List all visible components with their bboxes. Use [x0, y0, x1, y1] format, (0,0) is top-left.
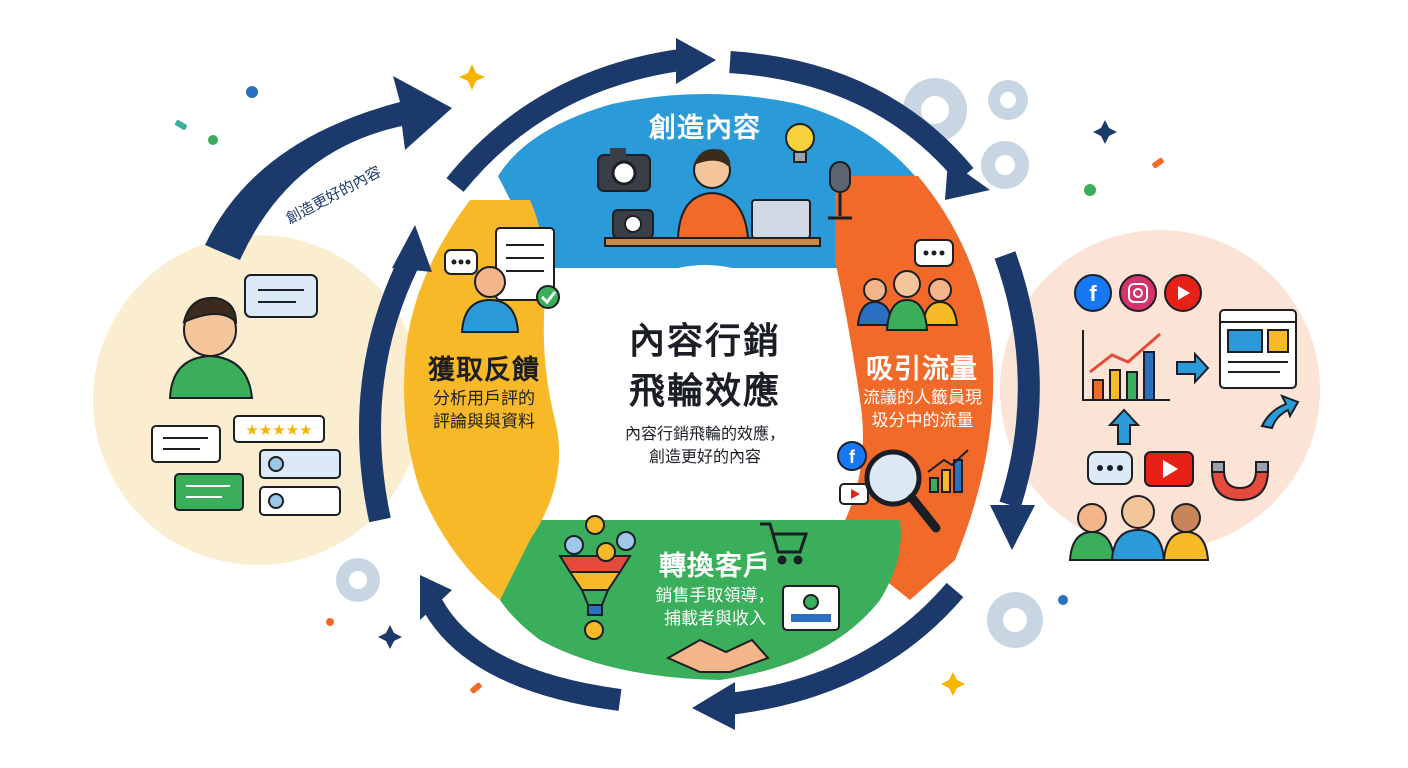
chat-bubble-icon [151, 425, 221, 463]
lightbulb-icon [785, 123, 815, 163]
chat-bubble-icon [174, 473, 244, 511]
segment-sub-convert-2: 捕載者與收入 [664, 609, 766, 629]
camera-icon [597, 148, 651, 192]
flywheel-arrowheads [392, 38, 1035, 730]
segment-title-create: 創造內容 [649, 113, 761, 144]
center-subtitle-line2: 創造更好的內容 [648, 447, 761, 466]
shopping-cart-icon [760, 522, 809, 565]
arrow-up-icon [1260, 394, 1300, 430]
camera-icon [612, 209, 654, 239]
review-card-icon [259, 486, 341, 516]
star-rating-icon: ★★★★★ [233, 415, 325, 443]
segment-sub-feedback-2: 評論與與資料 [433, 412, 535, 432]
magnet-icon [1210, 461, 1270, 502]
bar-chart-icon [927, 449, 969, 493]
person-icon [168, 296, 254, 399]
audience-icon [1068, 495, 1210, 561]
svg-text:f: f [1089, 281, 1097, 306]
handshake-icon [665, 638, 770, 673]
person-laptop-icon [604, 149, 821, 247]
magnifier-icon [864, 449, 941, 533]
checkmark-icon [536, 285, 560, 309]
person-icon [460, 266, 520, 333]
webpage-icon [1219, 309, 1297, 389]
youtube-icon [1144, 451, 1194, 487]
segment-sub-feedback-1: 分析用戶評的 [433, 389, 535, 409]
review-card-icon [259, 449, 341, 479]
sparkle-decoration [175, 64, 1164, 696]
svg-text:★★★★★: ★★★★★ [245, 421, 312, 439]
segment-sub-attract-2: 圾分中的流量 [871, 411, 974, 431]
instagram-icon [1119, 274, 1157, 312]
facebook-icon: f [1074, 274, 1112, 312]
growth-chart-icon [1082, 330, 1170, 401]
profile-card-icon [782, 585, 840, 631]
center-title-line1: 內容行銷 [628, 321, 781, 362]
arrow-right-icon [1176, 351, 1210, 385]
segment-title-attract: 吸引流量 [866, 354, 978, 385]
center-hub [585, 265, 825, 505]
chat-bubble-icon [244, 274, 318, 318]
arrow-up-icon [1107, 408, 1141, 445]
chat-bubble-icon [914, 239, 954, 267]
segment-title-feedback: 獲取反饋 [428, 355, 540, 386]
checklist-icon [495, 227, 555, 301]
segment-sub-convert-1: 銷售手取領導， [655, 586, 775, 606]
right-halo-circle [1000, 230, 1320, 550]
person-icon [564, 531, 636, 555]
center-subtitle-line1: 內容行銷飛輪的效應， [624, 424, 785, 443]
youtube-icon [1164, 274, 1202, 312]
coin-icon [584, 515, 616, 640]
facebook-icon: f [837, 441, 867, 471]
segment-title-convert: 轉換客戶 [659, 551, 771, 582]
chat-bubble-icon [1087, 451, 1133, 485]
youtube-icon [839, 483, 869, 505]
microphone-icon [828, 161, 852, 220]
center-title-line2: 飛輪效應 [628, 371, 781, 412]
people-group-icon [856, 270, 959, 331]
chat-bubble-icon [444, 249, 478, 275]
reinvest-arrow [205, 76, 452, 260]
flywheel-ring [359, 49, 1040, 716]
segment-sub-attract-1: 流議的人籤員現 [863, 388, 982, 408]
svg-text:f: f [849, 447, 856, 467]
